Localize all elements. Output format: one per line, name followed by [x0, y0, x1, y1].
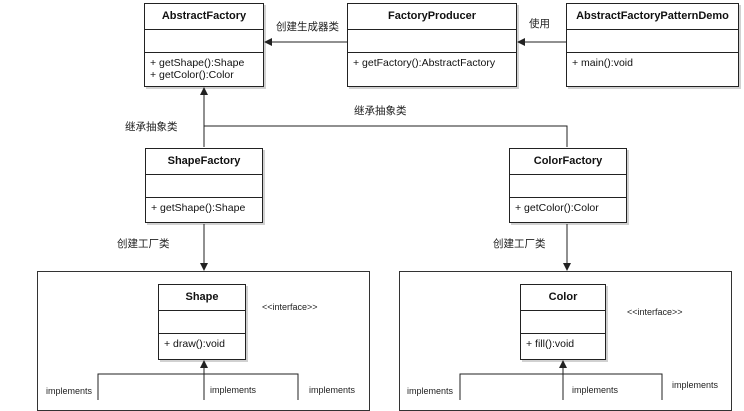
- label-implements: implements: [672, 380, 719, 390]
- label-interface-color: <<interface>>: [627, 307, 683, 317]
- label-implements: implements: [309, 385, 356, 395]
- class-attributes: [521, 311, 605, 334]
- label-inherit-abstract-left: 继承抽象类: [125, 121, 178, 133]
- class-color-factory[interactable]: ColorFactory + getColor():Color: [509, 148, 627, 223]
- class-operations: + fill():void: [521, 334, 605, 354]
- class-attributes: [146, 175, 262, 198]
- class-attributes: [145, 30, 263, 53]
- class-shape[interactable]: Shape + draw():void: [158, 284, 246, 360]
- class-color[interactable]: Color + fill():void: [520, 284, 606, 360]
- class-attributes: [510, 175, 626, 198]
- class-attributes: [159, 311, 245, 334]
- label-implements: implements: [210, 385, 257, 395]
- class-factory-producer[interactable]: FactoryProducer + getFactory():AbstractF…: [347, 3, 517, 87]
- class-name: ColorFactory: [510, 149, 626, 175]
- operation: + getShape():Shape: [151, 202, 246, 214]
- class-attributes: [348, 30, 516, 53]
- class-name: AbstractFactoryPatternDemo: [567, 4, 738, 30]
- operation: + draw():void: [164, 338, 225, 350]
- class-shape-factory[interactable]: ShapeFactory + getShape():Shape: [145, 148, 263, 223]
- class-attributes: [567, 30, 738, 53]
- label-implements: implements: [46, 386, 93, 396]
- operation: + main():void: [572, 57, 633, 69]
- connector-lines: [97, 38, 663, 400]
- line-impl-shape-right: [204, 373, 299, 400]
- label-create-factory-right: 创建工厂类: [493, 238, 546, 250]
- line-impl-shape-left: [97, 373, 204, 400]
- class-operations: + main():void: [567, 53, 738, 73]
- line-impl-color-right: [563, 373, 663, 400]
- label-creates-generator: 创建生成器类: [276, 21, 339, 33]
- line-impl-color-left: [459, 373, 563, 400]
- label-uses: 使用: [529, 18, 550, 30]
- class-operations: + getFactory():AbstractFactory: [348, 53, 516, 73]
- operation: + getColor():Color: [150, 69, 234, 81]
- label-inherit-abstract-top: 继承抽象类: [354, 105, 407, 117]
- label-implements: implements: [572, 385, 619, 395]
- line-colorfactory-to-abstract: [204, 125, 568, 147]
- class-name: Shape: [159, 285, 245, 311]
- operation: + getFactory():AbstractFactory: [353, 57, 496, 69]
- operation: + getColor():Color: [515, 202, 599, 214]
- class-operations: + getShape():Shape: [146, 198, 262, 218]
- class-name: Color: [521, 285, 605, 311]
- operation: + getShape():Shape: [150, 57, 245, 69]
- label-implements: implements: [407, 386, 454, 396]
- label-interface-shape: <<interface>>: [262, 302, 318, 312]
- label-create-factory-left: 创建工厂类: [117, 238, 170, 250]
- class-operations: + getColor():Color: [510, 198, 626, 218]
- class-operations: + getShape():Shape + getColor():Color: [145, 53, 263, 85]
- operation: + fill():void: [526, 338, 575, 350]
- class-name: FactoryProducer: [348, 4, 516, 30]
- class-operations: + draw():void: [159, 334, 245, 354]
- class-abstract-factory[interactable]: AbstractFactory + getShape():Shape + get…: [144, 3, 264, 87]
- class-name: ShapeFactory: [146, 149, 262, 175]
- class-abstract-factory-pattern-demo[interactable]: AbstractFactoryPatternDemo + main():void: [566, 3, 739, 87]
- class-name: AbstractFactory: [145, 4, 263, 30]
